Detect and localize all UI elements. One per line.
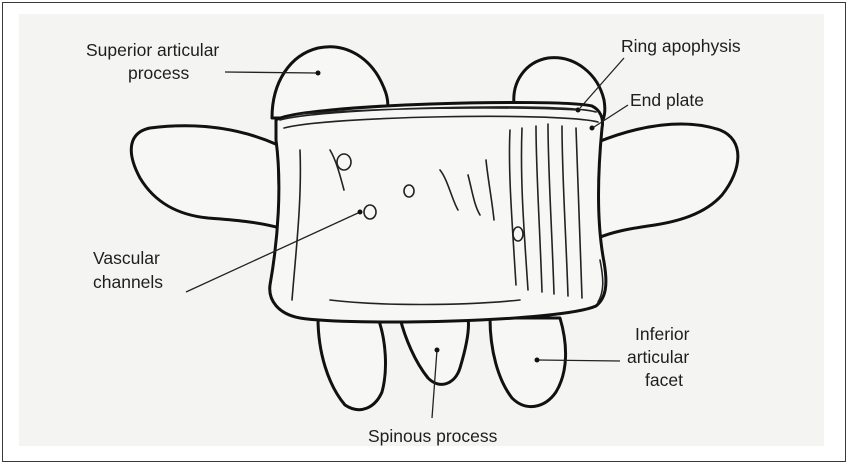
label-inferior-line1: Inferior: [635, 324, 690, 344]
label-inferior-line3: facet: [645, 370, 683, 390]
right-transverse-process: [598, 124, 738, 238]
leader-dot-spinous-process: [435, 348, 440, 353]
label-ring-apophysis: Ring apophysis: [621, 36, 741, 56]
leader-dot-superior-articular: [316, 71, 321, 76]
spinous-process-shape: [400, 318, 469, 384]
left-inferior-articular-process: [318, 318, 385, 410]
label-inferior-line2: articular: [627, 347, 689, 367]
left-transverse-process: [131, 126, 280, 228]
leader-dot-ring-apophysis: [576, 108, 581, 113]
label-spinous-process: Spinous process: [368, 426, 498, 446]
vertebral-body: [270, 102, 606, 322]
label-end-plate: End plate: [630, 90, 704, 110]
label-superior-articular-line1: Superior articular: [86, 40, 219, 60]
leader-dot-end-plate: [590, 126, 595, 131]
leader-dot-vascular-channels: [358, 210, 363, 215]
right-inferior-articular-process: [490, 318, 566, 407]
label-vascular-line2: channels: [93, 272, 163, 292]
label-superior-articular-line2: process: [128, 63, 190, 83]
leader-dot-inferior-articular-facet: [535, 358, 540, 363]
label-vascular-line1: Vascular: [93, 248, 160, 268]
